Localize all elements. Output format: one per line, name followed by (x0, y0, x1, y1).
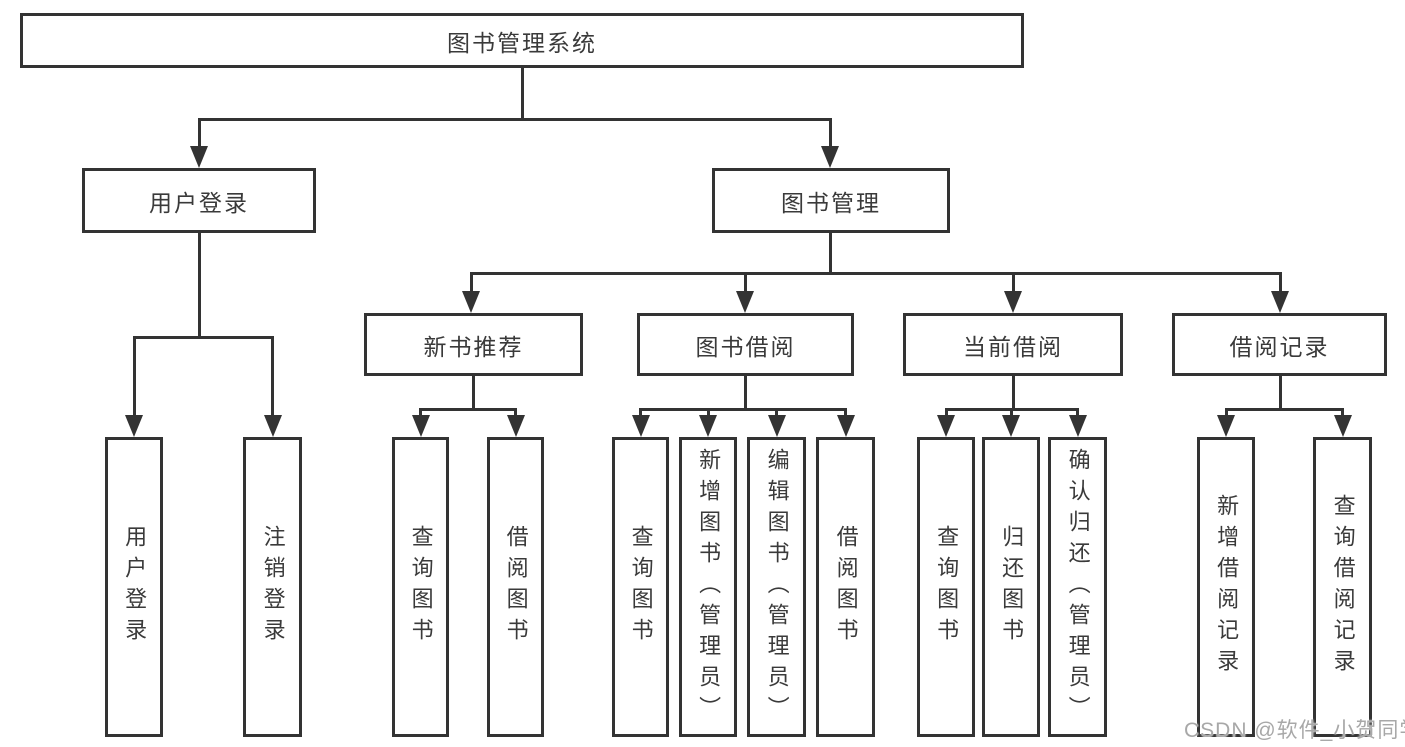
leaf-add-book-admin-label: 新增图书（管理员） (696, 447, 722, 727)
connector-stem (743, 376, 747, 411)
arrowhead-down-icon (1002, 415, 1020, 437)
leaf-query-book-2: 查询图书 (612, 437, 669, 737)
connector-drop (419, 408, 422, 417)
leaf-borrow-book-1-label: 借阅图书 (503, 525, 529, 649)
connector-drop (514, 408, 517, 417)
leaf-query-borrow-record: 查询借阅记录 (1313, 437, 1372, 737)
node-borrow-records-label: 借阅记录 (1229, 333, 1330, 360)
node-new-book-recommend-label: 新书推荐 (423, 333, 524, 360)
arrowhead-down-icon (767, 415, 786, 437)
leaf-query-book-3: 查询图书 (917, 437, 975, 737)
leaf-query-book-3-label: 查询图书 (934, 525, 960, 649)
connector-drop (743, 272, 747, 293)
connector-drop (271, 336, 274, 417)
connector-stem (197, 233, 201, 339)
connector-drop (132, 336, 136, 417)
connector-stem (828, 233, 832, 275)
leaf-return-book-label: 归还图书 (999, 525, 1025, 649)
leaf-add-borrow-record-label: 新增借阅记录 (1214, 494, 1240, 680)
connector-drop (944, 408, 948, 417)
connector-drop (775, 408, 778, 417)
connector-branch (1224, 408, 1344, 411)
node-book-management-label: 图书管理 (781, 189, 881, 216)
connector-drop (469, 272, 473, 293)
node-current-borrow-label: 当前借阅 (963, 333, 1063, 360)
arrowhead-down-icon (1333, 415, 1352, 437)
connector-branch (469, 272, 1282, 275)
arrowhead-down-icon (411, 415, 430, 437)
arrowhead-down-icon (821, 146, 839, 168)
connector-branch (132, 336, 274, 339)
connector-stem (471, 376, 475, 411)
connector-drop (1224, 408, 1228, 417)
leaf-confirm-return-admin-label: 确认归还（管理员） (1065, 447, 1091, 727)
leaf-add-book-admin: 新增图书（管理员） (679, 437, 737, 737)
arrowhead-down-icon (1068, 415, 1087, 437)
arrowhead-down-icon (263, 415, 282, 437)
connector-drop (1341, 408, 1344, 417)
connector-drop (706, 408, 710, 417)
connector-drop (639, 408, 642, 417)
connector-branch (419, 408, 517, 411)
arrowhead-down-icon (125, 415, 143, 437)
leaf-borrow-book-2: 借阅图书 (816, 437, 875, 737)
node-root-label: 图书管理系统 (447, 29, 597, 56)
node-user-login-label: 用户登录 (149, 189, 249, 216)
watermark: CSDN @软件_小贺同学 (1184, 719, 1405, 742)
leaf-edit-book-admin-label: 编辑图书（管理员） (764, 447, 790, 727)
leaf-query-book-2-label: 查询图书 (628, 525, 654, 649)
leaf-add-borrow-record: 新增借阅记录 (1197, 437, 1255, 737)
node-book-borrow: 图书借阅 (637, 313, 854, 376)
leaf-user-login-label: 用户登录 (122, 525, 148, 649)
connector-drop (844, 408, 847, 417)
connector-branch (197, 118, 832, 121)
arrowhead-down-icon (1217, 415, 1235, 437)
leaf-user-login: 用户登录 (105, 437, 163, 737)
node-new-book-recommend: 新书推荐 (364, 313, 583, 376)
node-borrow-records: 借阅记录 (1172, 313, 1387, 376)
node-user-login: 用户登录 (82, 168, 316, 233)
node-root: 图书管理系统 (20, 13, 1024, 68)
leaf-confirm-return-admin: 确认归还（管理员） (1048, 437, 1107, 737)
arrowhead-down-icon (937, 415, 955, 437)
connector-stem (1011, 376, 1015, 411)
connector-drop (1278, 272, 1282, 293)
leaf-return-book: 归还图书 (982, 437, 1040, 737)
arrowhead-down-icon (190, 146, 208, 168)
connector-stem (1278, 376, 1282, 411)
connector-branch (639, 408, 847, 411)
leaf-borrow-book-1: 借阅图书 (487, 437, 544, 737)
node-book-borrow-label: 图书借阅 (695, 333, 796, 360)
connector-drop (1011, 272, 1015, 293)
leaf-query-borrow-record-label: 查询借阅记录 (1330, 494, 1356, 680)
arrowhead-down-icon (631, 415, 650, 437)
leaf-borrow-book-2-label: 借阅图书 (833, 525, 859, 649)
leaf-logout-login-label: 注销登录 (260, 525, 286, 649)
leaf-logout-login: 注销登录 (243, 437, 302, 737)
connector-drop (1076, 408, 1079, 417)
arrowhead-down-icon (1004, 291, 1022, 313)
connector-drop (828, 118, 832, 148)
arrowhead-down-icon (699, 415, 717, 437)
arrowhead-down-icon (1271, 291, 1289, 313)
node-book-management: 图书管理 (712, 168, 950, 233)
leaf-edit-book-admin: 编辑图书（管理员） (747, 437, 806, 737)
connector-drop (1009, 408, 1013, 417)
arrowhead-down-icon (506, 415, 525, 437)
arrowhead-down-icon (736, 291, 754, 313)
connector-stem (520, 68, 524, 121)
leaf-query-book-1: 查询图书 (392, 437, 449, 737)
arrowhead-down-icon (462, 291, 480, 313)
arrowhead-down-icon (836, 415, 855, 437)
connector-drop (197, 118, 201, 148)
node-current-borrow: 当前借阅 (903, 313, 1123, 376)
leaf-query-book-1-label: 查询图书 (408, 525, 434, 649)
